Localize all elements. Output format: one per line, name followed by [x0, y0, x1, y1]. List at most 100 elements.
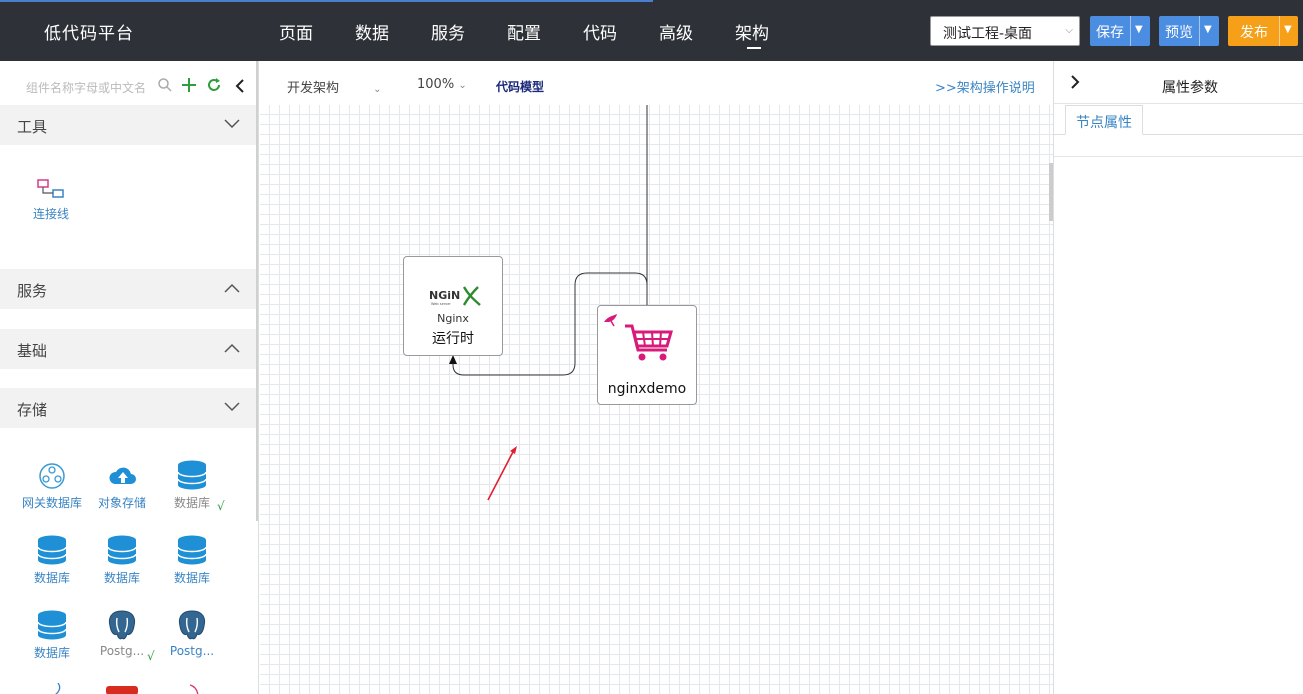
tool-connector-label: 连接线: [32, 207, 69, 221]
check-icon: √: [147, 649, 155, 663]
preview-button-separator: [1199, 16, 1200, 46]
database-icon[interactable]: [177, 460, 207, 490]
refresh-icon[interactable]: [206, 77, 222, 93]
code-model-link[interactable]: 代码模型: [496, 80, 545, 94]
chevron-down-icon: ⌄: [458, 80, 467, 91]
storage-item-label: 数据库: [33, 646, 70, 660]
zoom-select[interactable]: 100% ⌄: [417, 77, 467, 92]
section-storage[interactable]: 存储: [0, 388, 256, 428]
cloud-upload-icon[interactable]: [108, 464, 138, 488]
storage-item-label: Postg...: [99, 644, 145, 658]
top-bar: 低代码平台 页面 数据 服务 配置 代码 高级 架构 测试工程-桌面 ⌵ 保存 …: [0, 0, 1303, 61]
check-icon: √: [217, 499, 225, 513]
annotation-arrow-head-icon: [510, 446, 517, 454]
search-icon[interactable]: [158, 78, 172, 92]
nginx-logo-icon: NGiN Web server: [429, 286, 481, 306]
connector-icon: [37, 179, 64, 198]
node-nginx[interactable]: NGiN Web server Nginx 运行时: [403, 256, 503, 356]
chevron-down-icon: ⌵: [1065, 25, 1073, 36]
node-nginxdemo[interactable]: nginxdemo: [597, 305, 697, 405]
postgres-icon[interactable]: [105, 608, 139, 642]
chevron-down-icon: [224, 119, 240, 129]
canvas-scrollbar[interactable]: [1049, 163, 1053, 221]
nav-item-data[interactable]: 数据: [355, 24, 389, 44]
database-icon[interactable]: [37, 610, 67, 640]
palette-scrollbar[interactable]: [256, 61, 258, 521]
save-button-separator: [1130, 16, 1131, 46]
nav-item-page[interactable]: 页面: [279, 24, 313, 44]
section-tools[interactable]: 工具: [0, 105, 256, 145]
section-services-title: 服务: [17, 282, 48, 300]
svg-text:NGiN: NGiN: [429, 289, 460, 302]
partial-item-icon[interactable]: [188, 683, 200, 694]
postgres-icon[interactable]: [175, 608, 209, 642]
shopping-cart-icon: [625, 324, 673, 361]
preview-button[interactable]: 预览 ▼: [1159, 16, 1219, 46]
storage-item-label: 对象存储: [97, 496, 146, 510]
caret-down-icon[interactable]: ▼: [1135, 24, 1143, 35]
svg-text:Web server: Web server: [431, 302, 451, 306]
nav-item-service[interactable]: 服务: [431, 24, 465, 44]
section-storage-title: 存储: [17, 401, 48, 419]
save-button-label: 保存: [1096, 25, 1124, 41]
redis-icon[interactable]: [105, 684, 139, 694]
project-select[interactable]: 测试工程-桌面 ⌵: [930, 16, 1080, 46]
preview-button-label: 预览: [1165, 25, 1193, 41]
node-nginx-name: Nginx: [437, 314, 469, 324]
arch-select[interactable]: 开发架构 ⌄: [287, 77, 382, 96]
arch-select-value: 开发架构: [287, 81, 340, 96]
tool-connector[interactable]: 连接线: [21, 178, 81, 222]
chevron-down-icon: [224, 402, 240, 412]
canvas-edges: [449, 105, 648, 501]
save-button[interactable]: 保存 ▼: [1090, 16, 1150, 46]
node-nginxdemo-name: nginxdemo: [607, 381, 687, 397]
nav-item-advanced[interactable]: 高级: [659, 24, 693, 44]
project-select-value: 测试工程-桌面: [943, 26, 1033, 42]
gateway-db-icon[interactable]: [38, 462, 66, 490]
properties-panel: 属性参数 节点属性: [1053, 61, 1303, 694]
zoom-value: 100%: [417, 77, 455, 92]
storage-item-label: 数据库: [173, 496, 210, 510]
section-services[interactable]: 服务: [0, 269, 256, 309]
bird-icon: [604, 314, 617, 327]
expand-right-icon[interactable]: [1070, 75, 1080, 89]
component-palette: 组件名称字母或中文名 工具 连接线 服务: [0, 61, 259, 694]
search-input[interactable]: 组件名称字母或中文名: [26, 81, 147, 95]
chevron-up-icon: [224, 343, 240, 353]
database-icon[interactable]: [37, 535, 67, 565]
caret-down-icon[interactable]: ▼: [1284, 24, 1292, 35]
publish-button-separator: [1279, 16, 1280, 46]
storage-item-label: 网关数据库: [21, 496, 82, 510]
storage-item-label: 数据库: [173, 571, 210, 585]
partial-item-icon[interactable]: [52, 683, 66, 694]
help-link[interactable]: >>架构操作说明: [935, 81, 1035, 96]
database-icon[interactable]: [177, 535, 207, 565]
properties-title: 属性参数: [1162, 80, 1218, 96]
chevron-down-icon: ⌄: [373, 84, 382, 95]
edge-connector[interactable]: [452, 272, 648, 376]
tab-node-properties[interactable]: 节点属性: [1065, 105, 1143, 135]
storage-item-label: Postg...: [169, 644, 215, 658]
arrow-head-icon: [449, 355, 457, 364]
collapse-left-icon[interactable]: [235, 79, 245, 93]
caret-down-icon[interactable]: ▼: [1204, 24, 1212, 35]
section-basic[interactable]: 基础: [0, 329, 256, 369]
app-title: 低代码平台: [44, 24, 134, 44]
storage-item-label: 数据库: [33, 571, 70, 585]
divider: [1054, 134, 1303, 135]
divider: [1054, 156, 1303, 157]
nav-item-config[interactable]: 配置: [507, 24, 541, 44]
nav-item-architecture[interactable]: 架构: [735, 24, 769, 44]
publish-button[interactable]: 发布 ▼: [1228, 16, 1298, 46]
canvas-toolbar: 开发架构 ⌄ 100% ⌄ 代码模型 >>架构操作说明: [260, 61, 1053, 105]
architecture-canvas[interactable]: NGiN Web server Nginx 运行时 nginxdemo: [260, 105, 1053, 694]
section-tools-title: 工具: [17, 118, 48, 136]
add-icon[interactable]: [181, 77, 197, 93]
storage-item-label: 数据库: [103, 571, 140, 585]
palette-search: 组件名称字母或中文名: [0, 61, 258, 107]
top-accent-line: [0, 0, 653, 2]
section-basic-title: 基础: [17, 342, 48, 360]
annotation-arrow: [487, 449, 515, 501]
nav-item-code[interactable]: 代码: [583, 24, 617, 44]
database-icon[interactable]: [107, 535, 137, 565]
